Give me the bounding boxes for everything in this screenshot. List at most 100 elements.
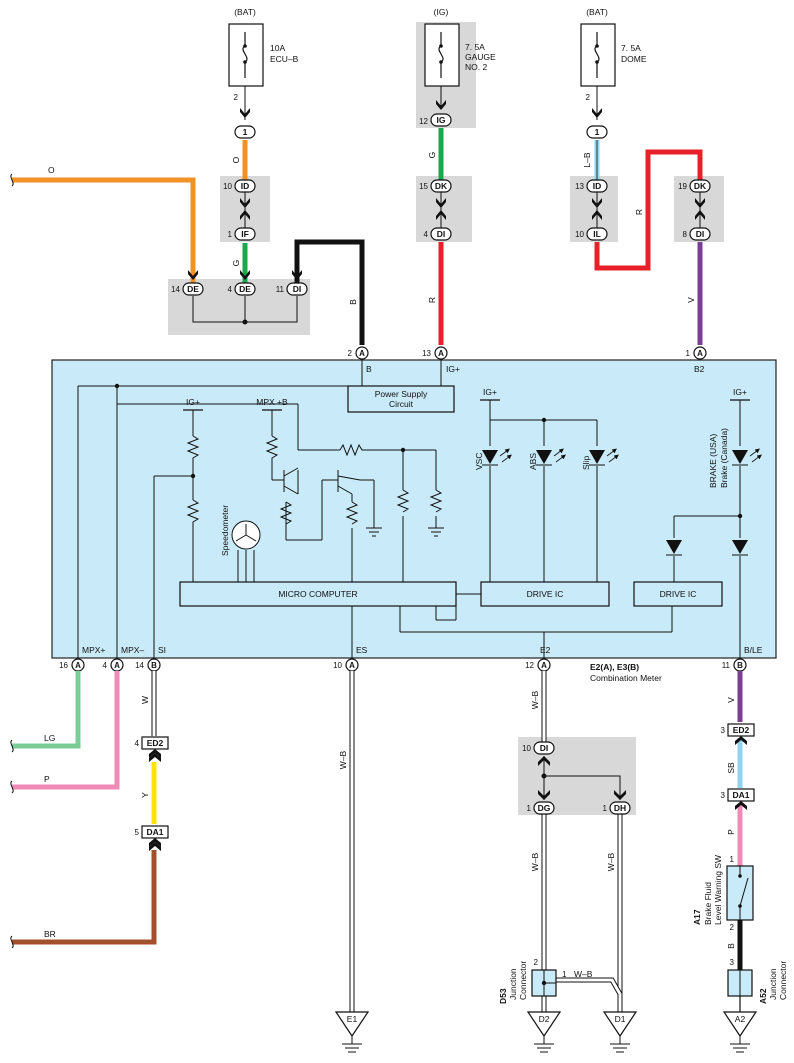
pin-13-a: 13 [422,349,431,358]
connector-dh: DH [614,803,626,813]
brake-fluid-switch [726,865,754,921]
meter-grounds [366,527,444,537]
meter-name: Combination Meter [590,673,662,683]
connector-id: ID [241,181,250,191]
connector-di-11: DI [293,284,302,294]
label-drive-ic-1: DRIVE IC [527,589,564,599]
fuse-ecu-rating: 10A [270,43,285,53]
transistors [283,467,361,495]
label-abs: ABS [528,453,538,470]
label-speedometer: Speedometer [220,505,230,556]
meter-term-igp: IG+ [446,364,460,374]
label-mpx-plus: MPX+ [82,645,105,655]
pin-2-a17: 2 [730,923,735,932]
pin-15-dk: 15 [419,182,428,191]
connector-da1-left: DA1 [146,827,163,837]
fuse-ecu-name: ECU–B [270,54,299,64]
wire-label-o-short: O [231,156,241,163]
connector-dg: DG [538,803,551,813]
wire-white-black-group [349,671,623,1012]
combination-meter-body [51,359,777,659]
wire-orange-o-long [12,177,196,285]
wire-label-lg: LG [44,733,55,743]
wire-label-wb-e2: W–B [530,690,540,709]
a52-name-1: Junction [768,968,778,1000]
label-ble: B/LE [744,645,763,655]
wire-light-green-lg [12,671,81,749]
psu-label-1: Power Supply [375,389,428,399]
label-es: ES [356,645,368,655]
a17-code: A17 [692,909,702,925]
pin-4-di: 4 [424,230,429,239]
splice-dg-dh [541,773,547,779]
resistors [186,435,443,530]
label-e2: E2 [540,645,551,655]
ground-label-a2: A2 [735,1014,746,1024]
ground-e1 [334,1011,370,1053]
label-si: SI [158,645,166,655]
connector-da1-right: DA1 [732,790,749,800]
wire-pink-p [12,671,120,790]
wire-label-wb-dg: W–B [530,852,540,871]
connector-il: IL [593,229,601,239]
meter-term-b2: B2 [694,364,705,374]
fuse-gauge-rating: 7. 5A [465,42,485,52]
pin-1-d53: 1 [562,970,567,979]
pin-8-di: 8 [683,230,688,239]
wire-label-p: P [44,774,50,784]
d53-name-1: Junction [508,968,518,1000]
fuse-gauge [424,23,460,87]
label-mpx-minus: MPX– [121,645,144,655]
ground-label-d1: D1 [615,1014,626,1024]
connector-di-4: DI [437,229,446,239]
pin-10-es: 10 [333,661,342,670]
ground-label-e1: E1 [347,1014,358,1024]
pin-10-id: 10 [223,182,232,191]
label-igp-3: IG+ [733,387,747,397]
pin-1-if: 1 [228,230,233,239]
ig-bars [183,399,750,411]
top-chevrons [188,100,705,280]
wire-brown-br [12,850,157,945]
pin-14-de: 14 [171,285,180,294]
wire-label-r-dome: R [634,209,644,215]
label-brake-usa: BRAKE (USA) [708,434,718,488]
a17-name-2: Level Warning SW [713,855,723,925]
wire-label-g-left: G [231,260,241,267]
pin-3-a52: 3 [730,958,735,967]
ground-a2 [722,1011,758,1053]
label-mpx-b: MPX +B [256,397,288,407]
fuse-gauge-name2: NO. 2 [465,62,487,72]
pin-10-di: 10 [522,744,531,753]
fuse-gauge-pin: 12 [419,117,428,126]
ground-symbols [334,1011,758,1053]
wire-label-wb-dh: W–B [606,852,616,871]
wire-label-wb-d53: W–B [574,969,593,979]
a17-name-1: Brake Fluid [703,882,713,925]
wire-label-b: B [348,299,358,305]
meter-bottom-terminals [71,658,747,672]
diodes [666,540,748,556]
wire-label-br: BR [44,929,56,939]
connector-ed2-right: ED2 [733,725,750,735]
connector-dk-15: DK [435,181,448,191]
wire-label-sb: SB [726,762,736,774]
pin-11-ble: 11 [722,661,731,670]
connector-di-bottom: DI [540,743,549,753]
meter-junction-dots [114,383,743,519]
pin-13-id: 13 [575,182,584,191]
wire-label-v-bottom: V [726,697,736,703]
ic-boxes [179,385,723,607]
psu-label-2: Circuit [389,399,414,409]
pin-1-a: 1 [686,349,691,358]
wire-label-wb-es: W–B [338,750,348,769]
connector-id-13: ID [593,181,602,191]
fuse-gauge-source: (IG) [434,7,449,17]
pin-3-da1: 3 [721,791,726,800]
label-drive-ic-2: DRIVE IC [660,589,697,599]
speedometer-gauge [231,520,261,550]
splice-point [242,319,248,325]
pin-11-di: 11 [276,285,285,294]
terminal-a-10: A [349,661,355,670]
wire-black-b [294,239,365,345]
